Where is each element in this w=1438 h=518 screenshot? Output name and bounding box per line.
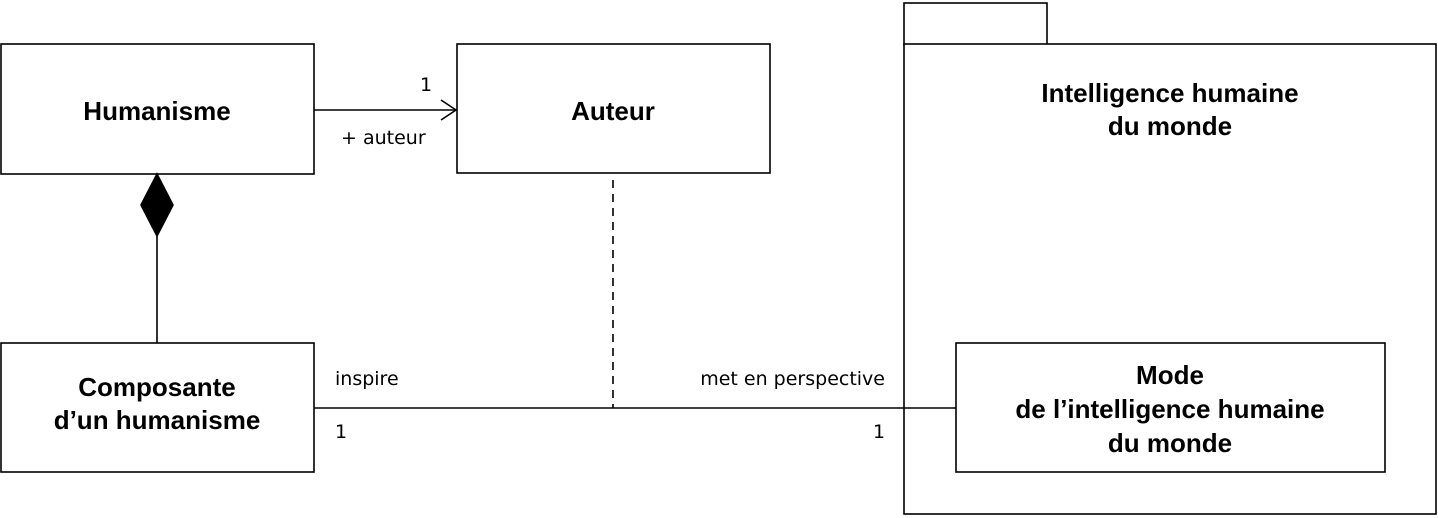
auteur-multiplicity: 1 [420,74,432,96]
composition-humanisme-composante[interactable] [140,172,174,343]
class-mode-title-line1: Mode [1136,360,1204,390]
class-humanisme[interactable]: Humanisme [0,43,315,175]
class-auteur-title: Auteur [571,96,655,126]
class-composante-title-line1: Composante [78,372,235,402]
class-mode-title-line3: du monde [1108,428,1232,458]
association-composante-mode[interactable]: inspire 1 met en perspective 1 [314,368,956,443]
class-mode-title-line2: de l’intelligence humaine [1015,394,1324,424]
class-composante-title-line2: d’un humanisme [54,405,261,435]
package-title-line1: Intelligence humaine [1041,78,1298,108]
class-auteur-box [456,43,771,174]
class-humanisme-box [0,43,315,175]
class-composante-box [0,342,315,473]
class-humanisme-title: Humanisme [83,96,230,126]
inspire-label: inspire [335,368,399,390]
class-mode-box [955,342,1386,473]
perspective-label: met en perspective [700,368,885,390]
perspective-multiplicity: 1 [873,421,885,443]
auteur-role-label: + auteur [341,127,426,149]
package-tab [903,2,1048,46]
class-mode[interactable]: Mode de l’intelligence humaine du monde [955,342,1386,473]
arrowhead-open-icon [440,99,458,121]
class-auteur[interactable]: Auteur [456,43,771,174]
package-title-line2: du monde [1108,111,1232,141]
association-humanisme-auteur[interactable]: 1 + auteur [314,74,458,149]
class-composante[interactable]: Composante d’un humanisme [0,342,315,473]
inspire-multiplicity: 1 [335,421,347,443]
composition-diamond-icon [140,172,174,238]
